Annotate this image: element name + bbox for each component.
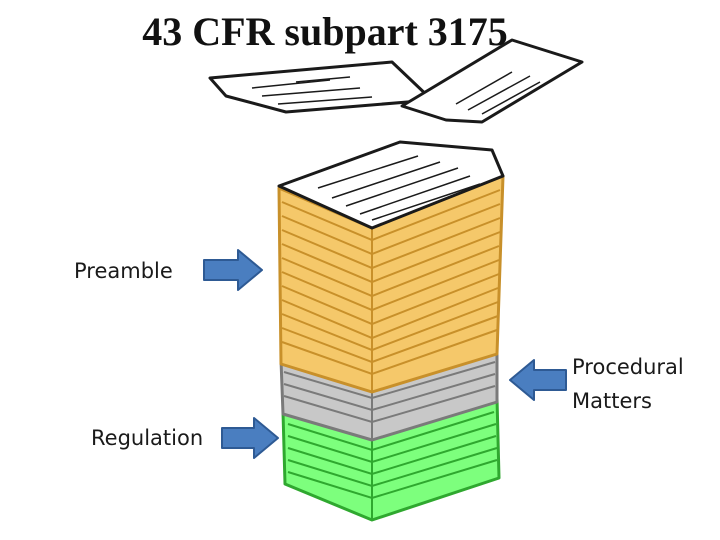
preamble-layer	[277, 174, 505, 394]
regulation-label: Regulation	[91, 426, 204, 450]
slide-title: 43 CFR subpart 3175	[142, 9, 508, 54]
flying-paper-right	[400, 38, 584, 124]
flying-paper-left	[208, 60, 434, 114]
arrow-right-icon	[203, 249, 263, 291]
procedural-label-line1: Procedural	[572, 355, 684, 379]
arrow-left-icon	[509, 359, 567, 401]
top-paper	[277, 140, 505, 230]
procedural-matters-label: Procedural Matters	[572, 350, 712, 418]
preamble-label: Preamble	[74, 259, 173, 283]
procedural-label-line2: Matters	[572, 389, 652, 413]
arrow-right-icon	[221, 417, 279, 459]
